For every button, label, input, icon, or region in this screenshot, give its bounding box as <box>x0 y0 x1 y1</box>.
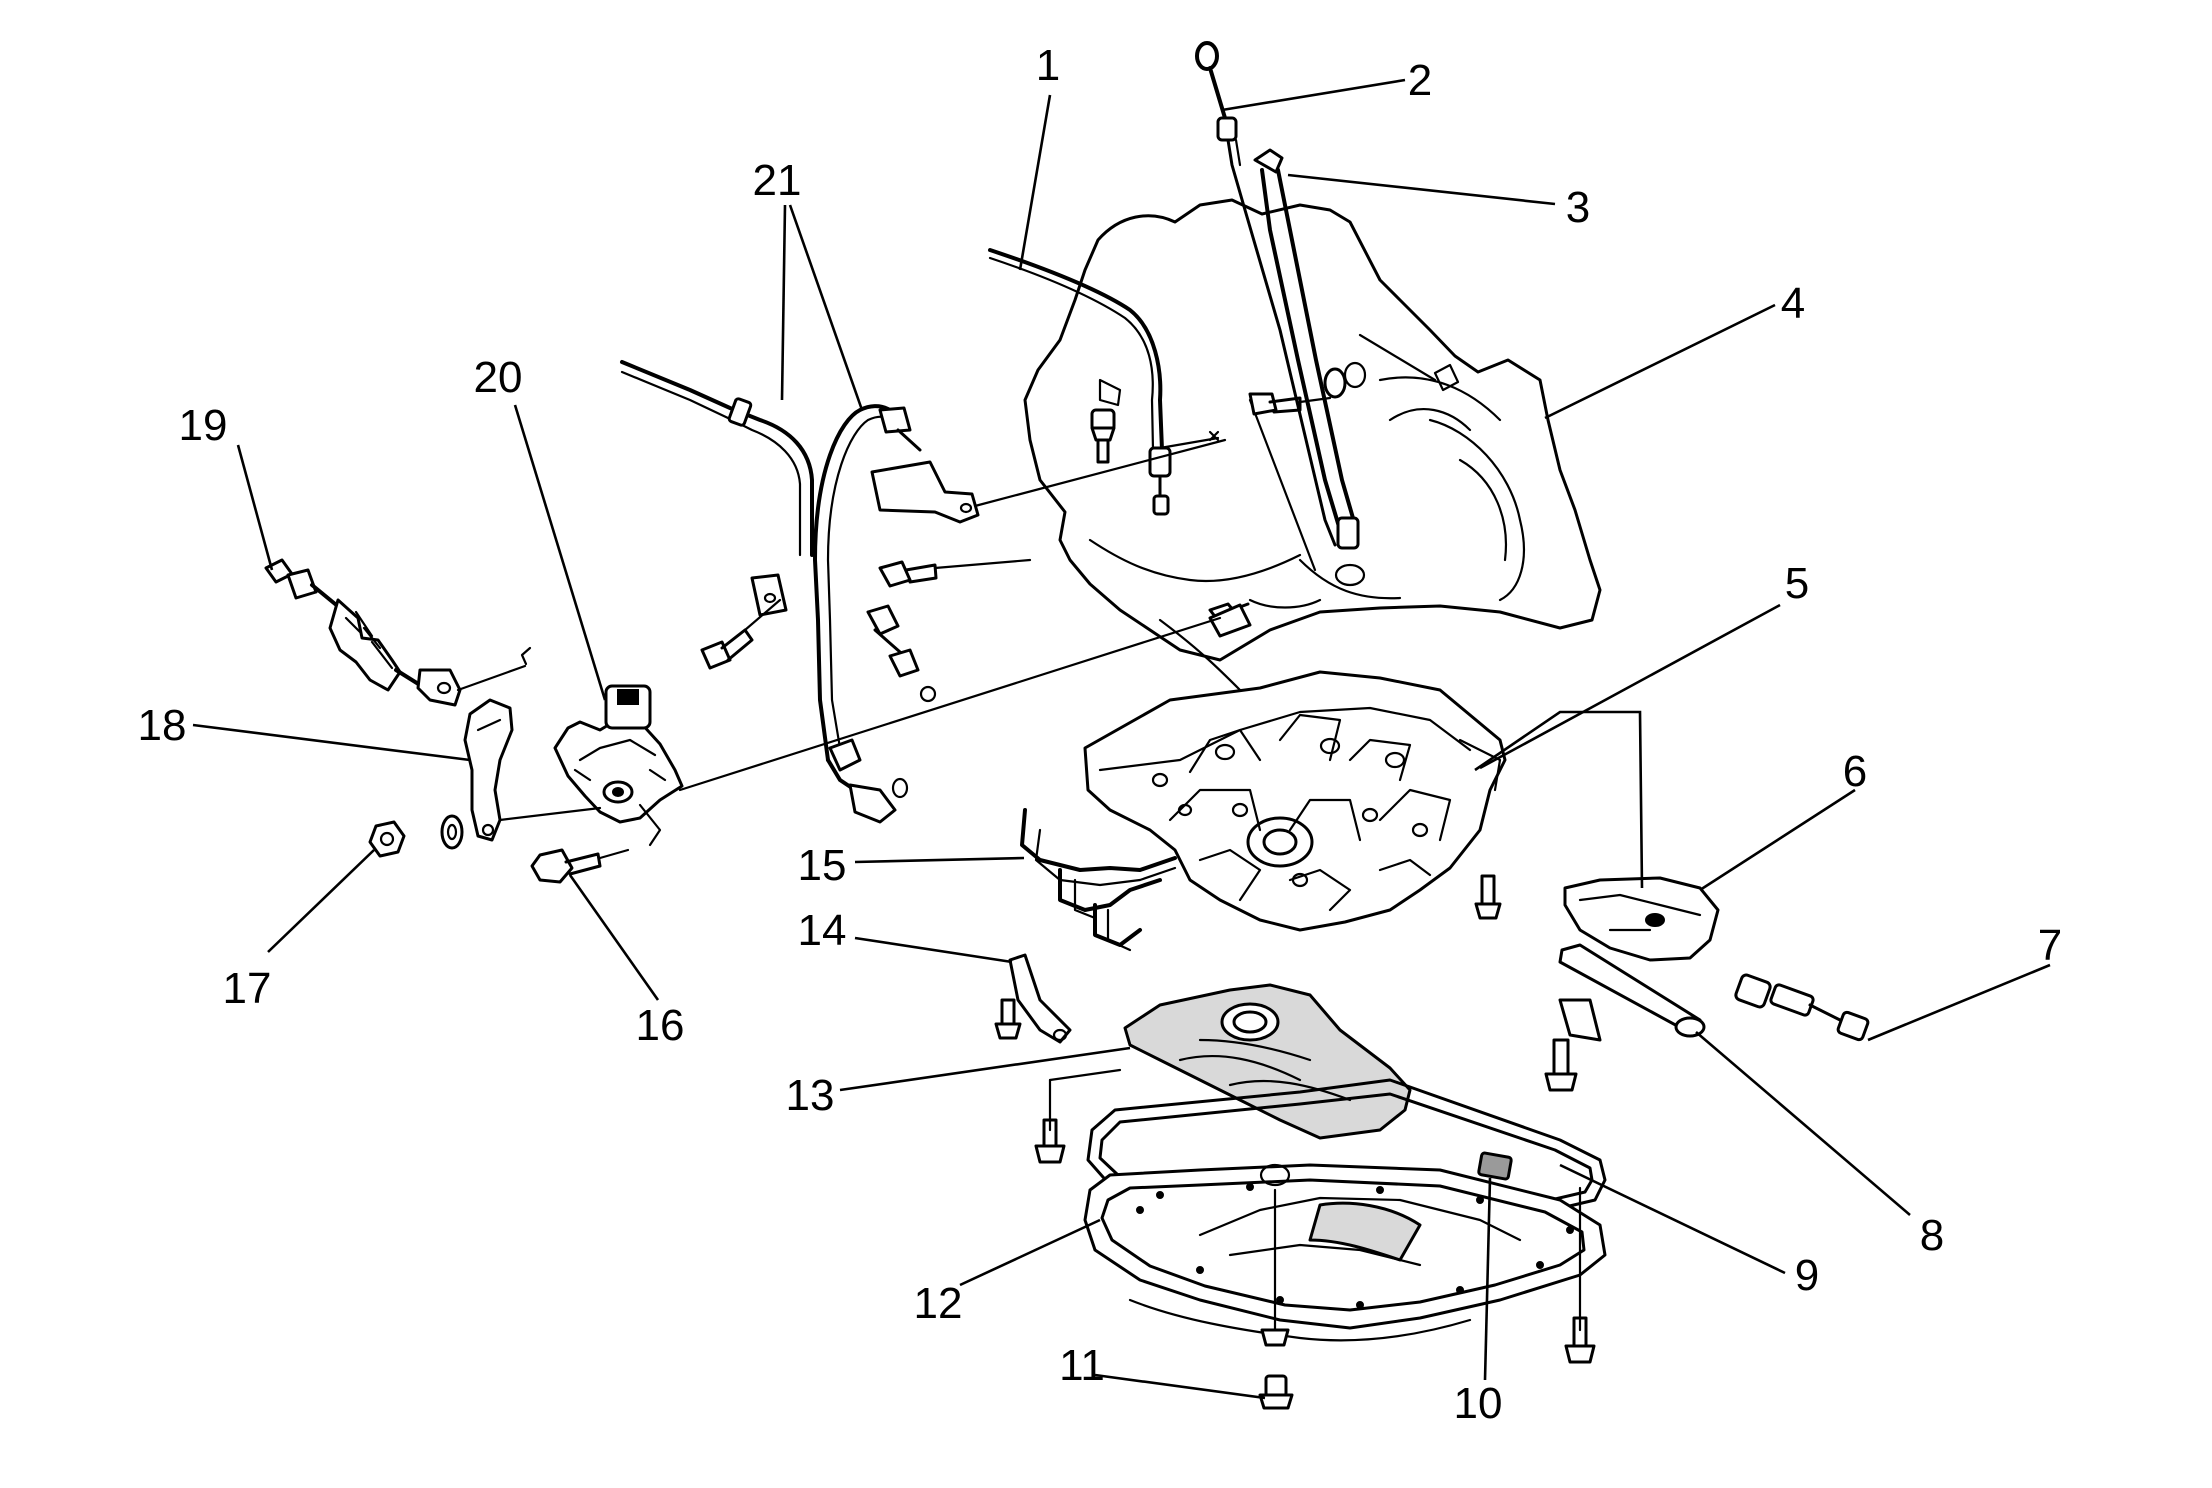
callout-10: 10 <box>1454 1379 1503 1428</box>
callout-2: 2 <box>1408 56 1432 105</box>
callout-19: 19 <box>179 401 228 450</box>
line-bolts <box>700 560 1252 670</box>
callout-5: 5 <box>1785 559 1809 608</box>
lever-hardware <box>368 803 662 884</box>
valve-bolt <box>1474 874 1578 1092</box>
bracket <box>1008 953 1072 1044</box>
pan-bolts <box>994 998 1596 1410</box>
callout-labels: 1 2 3 4 5 6 7 8 9 10 11 12 13 14 15 16 1… <box>138 41 2063 1428</box>
manual-detent <box>1563 876 1720 962</box>
callout-20: 20 <box>474 353 523 402</box>
callout-21: 21 <box>753 156 802 205</box>
callout-9: 9 <box>1795 1251 1819 1300</box>
case-bolts <box>1090 367 1347 630</box>
callout-3: 3 <box>1566 183 1590 232</box>
dipstick-tube <box>1253 148 1360 550</box>
valve-body <box>1083 670 1507 932</box>
valve-body-link <box>1158 618 1242 692</box>
callout-12: 12 <box>914 1279 963 1328</box>
callout-15: 15 <box>798 841 847 890</box>
callout-16: 16 <box>636 1001 685 1050</box>
callout-8: 8 <box>1920 1211 1944 1260</box>
magnet <box>1477 1151 1513 1181</box>
neutral-safety-switch <box>553 684 684 824</box>
dipstick <box>1195 41 1337 547</box>
line-bracket <box>750 460 980 617</box>
shift-cable-end <box>264 558 532 707</box>
transaxle-case <box>1023 198 1602 662</box>
callout-4: 4 <box>1781 279 1805 328</box>
fluid-cooler-lines <box>620 360 937 824</box>
callout-14: 14 <box>798 906 847 955</box>
callout-13: 13 <box>786 1071 835 1120</box>
solenoid <box>1734 973 1870 1042</box>
detent-spring <box>1558 943 1706 1042</box>
alignment-lines <box>678 438 1227 792</box>
callout-leaders <box>192 78 2051 1400</box>
callout-7: 7 <box>2038 921 2062 970</box>
oil-pan <box>1083 1163 1607 1342</box>
callout-18: 18 <box>138 701 187 750</box>
callout-6: 6 <box>1843 747 1867 796</box>
oil-strainer <box>1123 983 1412 1140</box>
oil-pipes <box>1020 808 1177 952</box>
callout-11: 11 <box>1059 1341 1105 1390</box>
callout-1: 1 <box>1036 41 1060 90</box>
callout-17: 17 <box>223 964 272 1013</box>
